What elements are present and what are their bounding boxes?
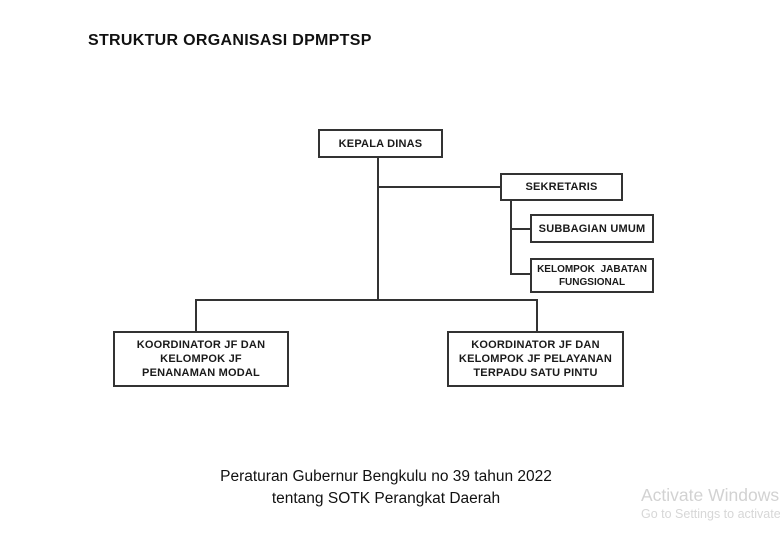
- connector-kelompok-stub: [510, 273, 530, 275]
- org-node-label: SUBBAGIAN UMUM: [538, 222, 646, 235]
- connector-trunk-vertical: [377, 158, 379, 301]
- org-node-label: SEKRETARIS: [525, 181, 598, 193]
- org-node-subbagian-umum: SUBBAGIAN UMUM: [530, 214, 654, 243]
- org-node-label-line: KELOMPOK JF PELAYANAN: [458, 353, 613, 365]
- org-node-kelompok-jabatan-fungsional: KELOMPOK JABATAN FUNGSIONAL: [530, 258, 654, 293]
- org-node-sekretaris: SEKRETARIS: [500, 173, 623, 201]
- activate-windows-watermark: Activate Windows: [641, 485, 780, 505]
- org-node-label-line: PENANAMAN MODAL: [142, 367, 260, 379]
- org-node-label-line: KOORDINATOR JF DAN: [136, 339, 266, 351]
- footer-citation-line: tentang SOTK Perangkat Daerah: [271, 490, 501, 507]
- connector-sekretaris-branch: [377, 186, 500, 188]
- org-node-label-line: KELOMPOK JABATAN: [537, 263, 647, 275]
- footer-citation-line: Peraturan Gubernur Bengkulu no 39 tahun …: [220, 468, 552, 485]
- page-title: STRUKTUR ORGANISASI DPMPTSP: [88, 32, 372, 49]
- connector-crossbar: [195, 299, 538, 301]
- org-node-label-line: TERPADU SATU PINTU: [473, 367, 598, 379]
- org-node-koordinator-jf-pelayanan-terpadu: KOORDINATOR JF DAN KELOMPOK JF PELAYANAN…: [447, 331, 624, 387]
- activate-windows-watermark-subtext: Go to Settings to activate Windows.: [641, 507, 780, 521]
- org-node-kepala-dinas: KEPALA DINAS: [318, 129, 443, 158]
- org-node-label-line: KELOMPOK JF: [160, 353, 242, 365]
- org-node-label-line: KOORDINATOR JF DAN: [471, 339, 600, 351]
- org-node-label-line: FUNGSIONAL: [558, 276, 626, 288]
- footer-citation: Peraturan Gubernur Bengkulu no 39 tahun …: [80, 466, 692, 510]
- connector-left-drop: [195, 299, 197, 331]
- org-node-label: KEPALA DINAS: [338, 137, 423, 150]
- connector-sekretaris-sub-vertical: [510, 201, 512, 275]
- connector-right-drop: [536, 299, 538, 331]
- connector-subbagian-stub: [510, 228, 530, 230]
- org-node-koordinator-jf-penanaman-modal: KOORDINATOR JF DAN KELOMPOK JF PENANAMAN…: [113, 331, 289, 387]
